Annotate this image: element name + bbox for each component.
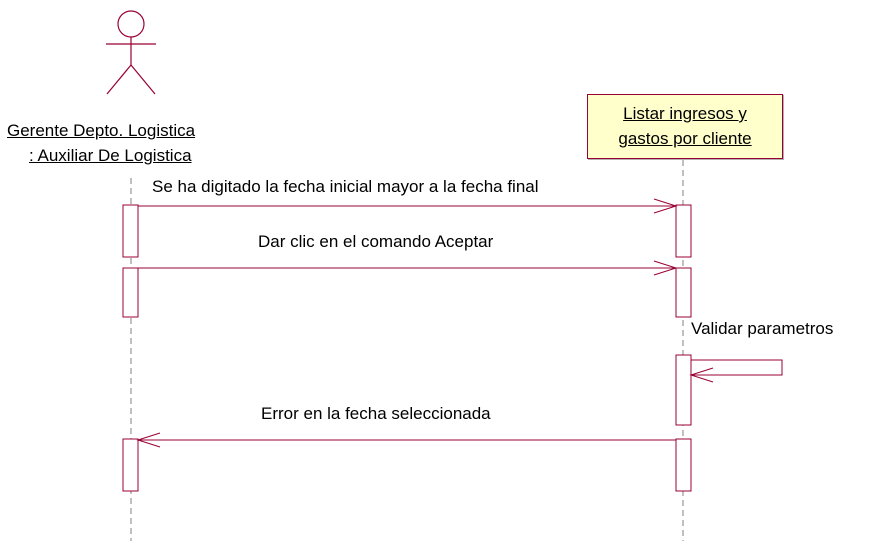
actor-name-line2: : Auxiliar De Logistica [29,146,192,165]
actor-icon [106,10,156,95]
object-name-line2: gastos por cliente [618,129,752,148]
object-activation-2 [675,267,692,318]
message-label-2: Dar clic en el comando Aceptar [258,232,494,251]
actor-activation-3 [122,438,139,492]
message-arrow-2 [138,260,678,276]
message-label-3: Validar parametros [691,319,834,338]
object-name-line1: Listar ingresos y [623,104,747,123]
message-label-4: Error en la fecha seleccionada [261,404,491,423]
message-arrow-4 [136,432,676,448]
object-activation-1 [675,204,692,258]
object-activation-3 [675,354,692,426]
actor-name-line1: Gerente Depto. Logistica [7,121,196,140]
actor-activation-2 [122,267,139,318]
object-activation-4 [675,438,692,492]
actor-activation-1 [122,204,139,258]
object-box: Listar ingresos y gastos por cliente [587,94,783,159]
message-arrow-3 [689,359,783,383]
message-arrow-1 [138,198,678,214]
message-label-1: Se ha digitado la fecha inicial mayor a … [152,177,539,196]
